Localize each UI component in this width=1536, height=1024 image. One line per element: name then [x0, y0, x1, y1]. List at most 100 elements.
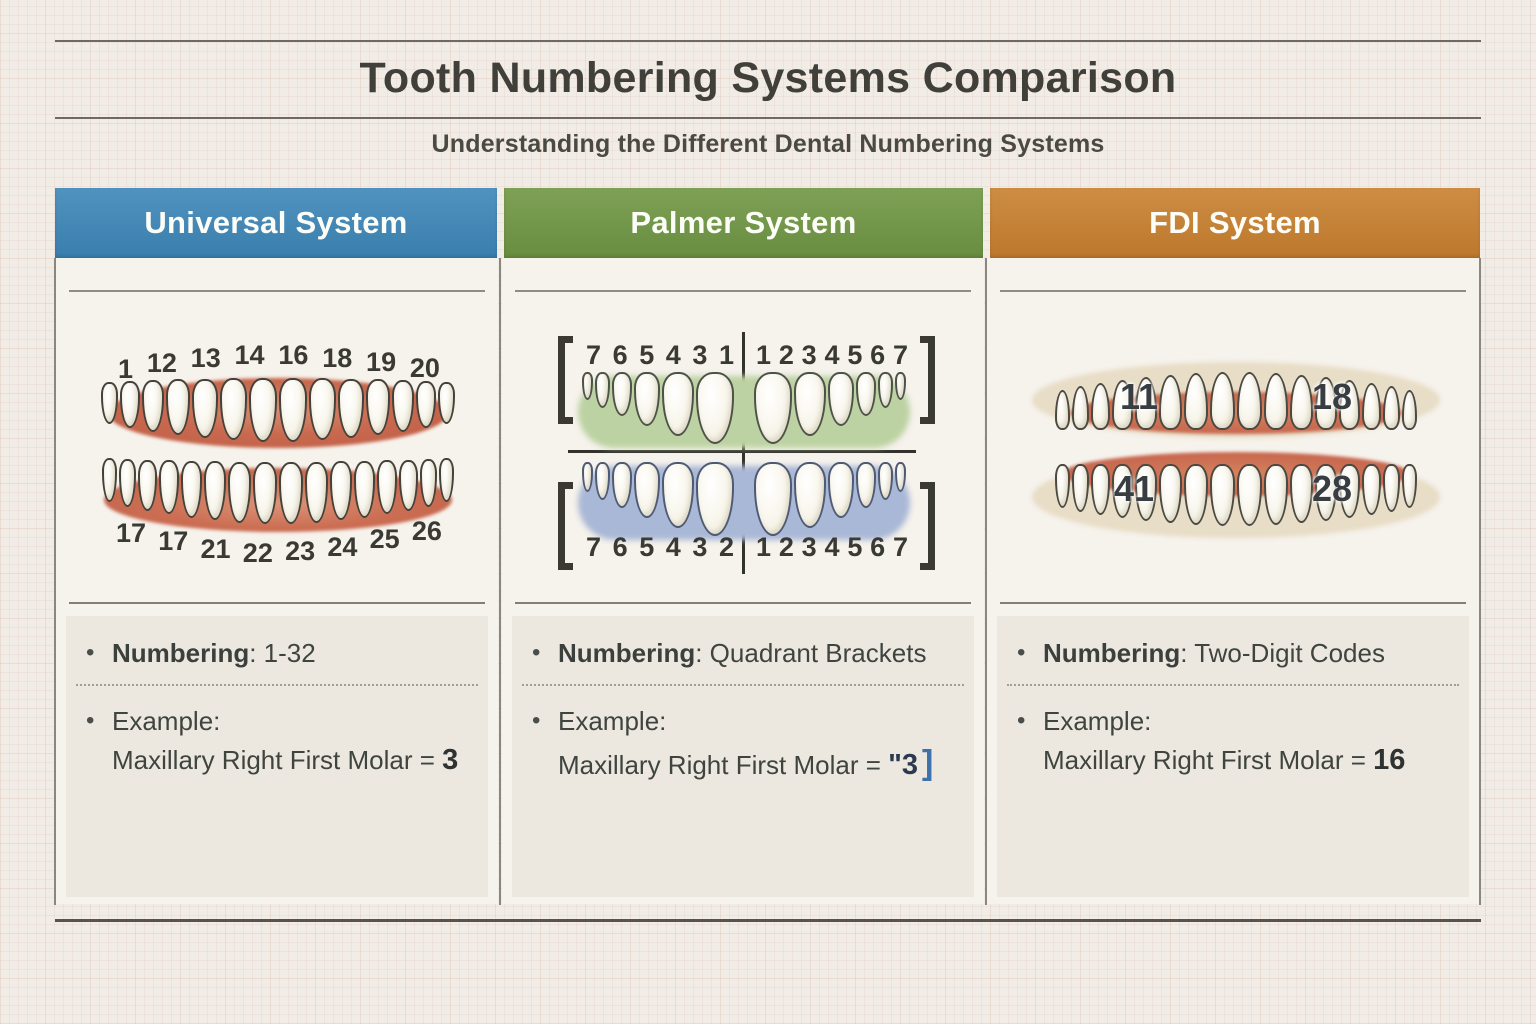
fdi-tooth-label-11: 11 [1120, 376, 1159, 417]
tooth-number: 16 [278, 340, 309, 370]
fdi-tooth-label-41: 41 [1114, 468, 1155, 509]
tooth [1237, 372, 1262, 430]
tooth [204, 461, 226, 520]
tooth [305, 462, 328, 523]
universal-example-row: •Example: [86, 706, 474, 737]
tooth [595, 372, 610, 408]
palmer-text-section: •Numbering: Quadrant Brackets •Example: … [512, 616, 974, 897]
example-text: Maxillary Right First Molar = [1043, 745, 1374, 775]
numbering-label: Numbering [112, 638, 250, 668]
tooth [354, 461, 375, 518]
tooth [878, 372, 893, 408]
universal-lower-teeth [102, 458, 454, 524]
tooth [1184, 373, 1208, 430]
tooth [634, 372, 660, 426]
tooth [279, 462, 303, 524]
tooth-number: 5 [639, 532, 655, 562]
tooth [1072, 386, 1089, 430]
tooth [1210, 372, 1235, 430]
title-divider-line [55, 117, 1481, 119]
numbering-value: : 1-32 [249, 638, 316, 668]
panel-universal: • Numbering: 1-32 •Example: Maxillary Rig… [56, 258, 498, 904]
tooth [634, 462, 660, 518]
tooth-number: 4 [824, 532, 840, 562]
tooth-number: 2 [778, 532, 794, 562]
tooth-number: 3 [801, 340, 817, 370]
example-label: Example: [1043, 706, 1152, 736]
universal-numbering-row: • Numbering: 1-32 [86, 638, 474, 669]
page-title: Tooth Numbering Systems Comparison [359, 54, 1177, 102]
tooth [1264, 464, 1288, 525]
tooth-number: 6 [870, 340, 886, 370]
panel-top-rule [1000, 290, 1466, 292]
tooth [420, 459, 437, 507]
tooth-number: 1 [118, 354, 134, 384]
tooth-number: 20 [409, 353, 440, 383]
tooth [366, 379, 390, 435]
tooth-number: 12 [146, 348, 177, 378]
tooth-number: 17 [158, 526, 189, 556]
palmer-numbering-row: •Numbering: Quadrant Brackets [532, 638, 960, 669]
panel-top-rule [515, 290, 971, 292]
fdi-upper-teeth [1040, 368, 1432, 430]
universal-example-line: Maxillary Right First Molar = 3 [112, 744, 458, 777]
palmer-example-line: Maxillary Right First Molar = "3] [558, 744, 933, 783]
fdi-example-line: Maxillary Right First Molar = 16 [1043, 744, 1405, 777]
tooth [159, 460, 179, 514]
fdi-tooth-label-18: 18 [1312, 376, 1353, 417]
frame-right-line [1479, 258, 1481, 905]
tooth [399, 460, 418, 511]
panel-top-rule [69, 290, 485, 292]
tooth [856, 372, 876, 416]
numbering-value: : Two-Digit Codes [1180, 638, 1385, 668]
tooth-number: 23 [285, 536, 316, 566]
tooth-number: 3 [692, 340, 708, 370]
tooth [1290, 375, 1313, 430]
bullet-dot: • [86, 639, 95, 666]
tooth-number: 18 [322, 343, 353, 373]
tooth [1159, 464, 1182, 523]
tooth [1135, 464, 1157, 521]
tooth [309, 378, 336, 440]
quadrant-bracket-icon [558, 336, 573, 424]
tooth [1290, 464, 1313, 523]
quadrant-bracket-icon [558, 482, 573, 570]
quadrant-cross-vertical [742, 332, 745, 574]
quadrant-bracket-icon [920, 336, 935, 424]
tooth-number: 1 [718, 340, 734, 370]
page-subtitle: Understanding the Different Dental Numbe… [431, 130, 1105, 158]
tooth-number: 6 [870, 532, 886, 562]
frame-left-line [54, 258, 56, 905]
tooth [1362, 464, 1381, 515]
dotted-divider [76, 684, 478, 686]
numbering-label: Numbering [1043, 638, 1181, 668]
bullet-dot: • [532, 707, 541, 734]
tooth [1210, 464, 1235, 526]
tooth [754, 372, 792, 444]
tooth-number: 26 [411, 516, 442, 546]
example-text: Maxillary Right First Molar = [112, 745, 443, 775]
tooth [1091, 464, 1110, 515]
panel-fdi: • Numbering: Two-Digit Codes •Example: Ma… [987, 258, 1479, 904]
tooth [582, 462, 593, 492]
bullet-dot: • [86, 707, 95, 734]
fdi-lower-teeth [1040, 464, 1432, 526]
fdi-example-row: •Example: [1017, 706, 1455, 737]
tooth [595, 462, 610, 500]
tooth [1264, 373, 1288, 430]
tooth [220, 378, 247, 440]
panel-mid-rule [69, 602, 485, 604]
tooth-number: 4 [665, 532, 681, 562]
tooth-number: 25 [369, 524, 400, 554]
example-value: 16 [1373, 744, 1406, 776]
tooth-number: 22 [242, 538, 273, 568]
palmer-bracket-value: ] [922, 744, 934, 782]
tooth [279, 378, 307, 442]
fdi-text-section: • Numbering: Two-Digit Codes •Example: Ma… [997, 616, 1469, 897]
tooth [828, 372, 854, 426]
bullet-dot: • [1017, 639, 1026, 666]
tooth-number: 5 [639, 340, 655, 370]
